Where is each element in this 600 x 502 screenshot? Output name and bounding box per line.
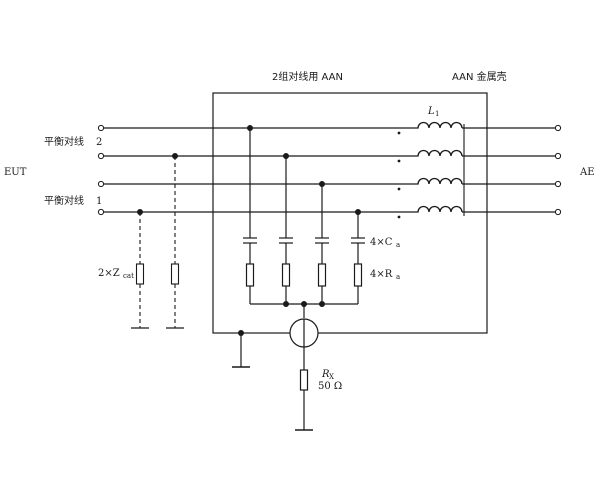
inductor-label: L — [427, 106, 435, 117]
measurement-port — [289, 318, 319, 431]
terminal-left-1 — [97, 124, 105, 132]
resistor-ra-3 — [317, 263, 327, 287]
terminal-right-1 — [554, 124, 562, 132]
terminal-right-3 — [554, 180, 562, 188]
watermark-text: 知乎 @ETEST容测电子 — [420, 470, 556, 486]
terminal-right-4 — [554, 208, 562, 216]
ae-label: AE — [579, 167, 595, 178]
inductor-phase-dots — [397, 131, 401, 219]
terminals — [97, 124, 562, 216]
case-ground — [232, 333, 250, 368]
resistor-ra-2 — [281, 263, 291, 287]
zcat-branches — [131, 156, 184, 329]
aan-metal-case — [212, 92, 488, 334]
aan-case-label: AAN 金属壳 — [452, 70, 507, 83]
inductor-subscript: 1 — [435, 110, 439, 118]
rx-subscript: X — [329, 373, 334, 381]
resistor-ra-1 — [245, 263, 255, 287]
zcat-label: 2×Z — [98, 268, 120, 279]
zcat-subscript: cat — [123, 272, 134, 280]
capacitor-subscript: a — [396, 241, 400, 249]
rx-value-label: 50 Ω — [318, 381, 342, 392]
terminal-right-2 — [554, 152, 562, 160]
resistor-zcat-1 — [135, 263, 145, 285]
inductor-coil-2 — [402, 149, 463, 157]
terminal-left-3 — [97, 180, 105, 188]
terminal-left-2 — [97, 152, 105, 160]
resistor-zcat-2 — [170, 263, 180, 285]
junction-dots — [137, 125, 361, 336]
terminal-left-4 — [97, 208, 105, 216]
eut-label: EUT — [4, 167, 27, 178]
resistor-rx — [299, 369, 309, 391]
inductors — [402, 121, 465, 216]
inductor-coil-3 — [402, 177, 463, 185]
signal-lines — [104, 127, 555, 213]
inductor-coil-4 — [402, 205, 463, 213]
pair2-label: 平衡对线 — [44, 135, 84, 148]
pair1-label: 平衡对线 — [44, 194, 84, 207]
resistor-ra-label: 4×R — [370, 269, 393, 280]
pair2-number: 2 — [96, 137, 102, 148]
rx-label: R — [321, 369, 330, 380]
capacitor-label: 4×C — [370, 237, 393, 248]
aan-title-label: 2组对线用 AAN — [272, 70, 343, 83]
resistor-ra-subscript: a — [396, 273, 400, 281]
pair1-number: 1 — [96, 196, 102, 207]
inductor-coil-1 — [402, 121, 463, 129]
resistor-ra-4 — [353, 263, 363, 287]
rc-branches — [243, 128, 365, 318]
